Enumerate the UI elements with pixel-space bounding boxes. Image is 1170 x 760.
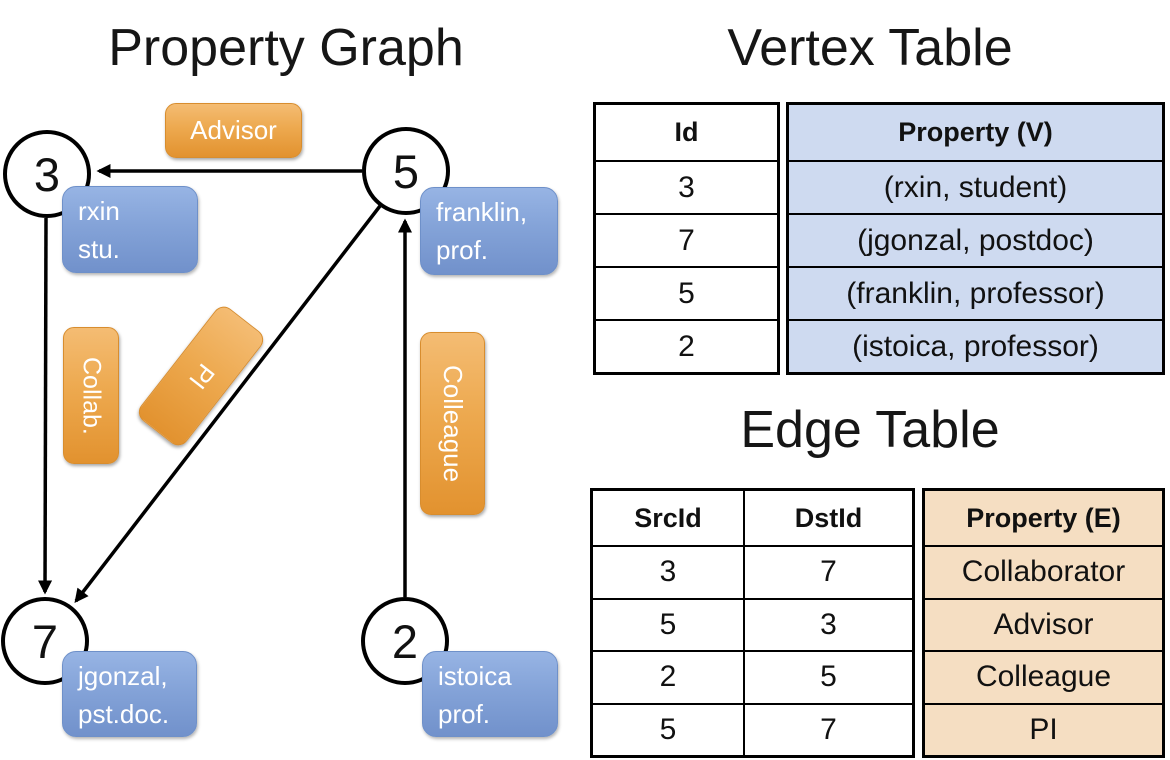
vertex-property-line: prof. [436,235,489,265]
vertex-id: 7 [31,614,59,668]
edge-arrow-collaborator-3-to-7 [38,217,53,595]
edge-table-property-column: Property (E) Collaborator Advisor Collea… [922,488,1165,758]
vertex-property-box-jgonzal: jgonzal, pst.doc. [62,651,197,737]
vertex-property-line: pst.doc. [78,699,170,729]
vertex-table-cell-property: (franklin, professor) [789,266,1162,319]
edge-table-cell-property: Colleague [925,650,1162,703]
vertex-table-cell-id: 2 [596,319,777,372]
column-header-srcid: SrcId [634,502,702,533]
vertex-table-title: Vertex Table [727,19,1013,77]
edge-table-cell-src: 3 [593,545,743,598]
edge-table-cell-dst: 3 [743,597,912,650]
edge-table-title: Edge Table [740,401,1000,459]
vertex-property-line: jgonzal, [78,661,168,691]
vertex-id: 2 [391,614,419,668]
edge-label-colleague: Colleague [420,332,485,515]
edge-table-cell-dst: 7 [743,545,912,598]
edge-label-advisor: Advisor [165,103,302,158]
edge-table-cell-src: 5 [593,597,743,651]
vertex-id: 5 [392,144,420,198]
edge-table-cell-src: 2 [593,650,743,703]
vertex-property-line: franklin, [436,197,528,227]
column-header-id: Id [674,117,699,147]
vertex-property-line: rxin [78,196,120,226]
vertex-circle-5: 5 [362,127,450,215]
vertex-table-cell-id: 7 [596,213,777,266]
vertex-table-cell-property: (rxin, student) [789,160,1162,213]
property-graph-title: Property Graph [108,19,464,77]
vertex-table-id-column: Id 3 7 5 2 [593,102,780,375]
edge-table-cell-property: PI [925,702,1162,756]
edge-table-cell-property: Collaborator [925,545,1162,598]
edge-table-id-columns: SrcId DstId 3 7 5 3 2 5 5 7 [590,488,915,758]
edge-table-cell-dst: 7 [743,702,912,755]
vertex-table-cell-property: (istoica, professor) [789,319,1162,372]
vertex-property-line: istoica [438,661,512,691]
edge-arrow-pi-5-to-7 [74,204,382,603]
vertex-property-line: prof. [438,699,491,729]
vertex-property-box-rxin: rxin stu. [62,186,198,273]
edge-table-cell-property: Advisor [925,597,1162,651]
vertex-property-box-istoica: istoica prof. [422,651,558,737]
vertex-table-cell-id: 5 [596,266,777,319]
vertex-table-property-column: Property (V) (rxin, student) (jgonzal, p… [786,102,1165,375]
vertex-table-cell-property: (jgonzal, postdoc) [789,213,1162,266]
vertex-circle-2: 2 [361,597,449,685]
column-header-property-e: Property (E) [966,502,1121,533]
edge-label-collab: Collab. [63,327,119,464]
column-header-property-v: Property (V) [898,117,1053,147]
column-header-dstid: DstId [743,491,912,545]
vertex-id: 3 [33,147,61,201]
edge-table-cell-src: 5 [593,702,743,756]
vertex-property-line: stu. [78,234,120,264]
edge-table-cell-dst: 5 [743,650,912,703]
property-graph-canvas [38,164,412,603]
vertex-property-box-franklin: franklin, prof. [420,187,558,275]
vertex-table-cell-id: 3 [596,160,777,213]
